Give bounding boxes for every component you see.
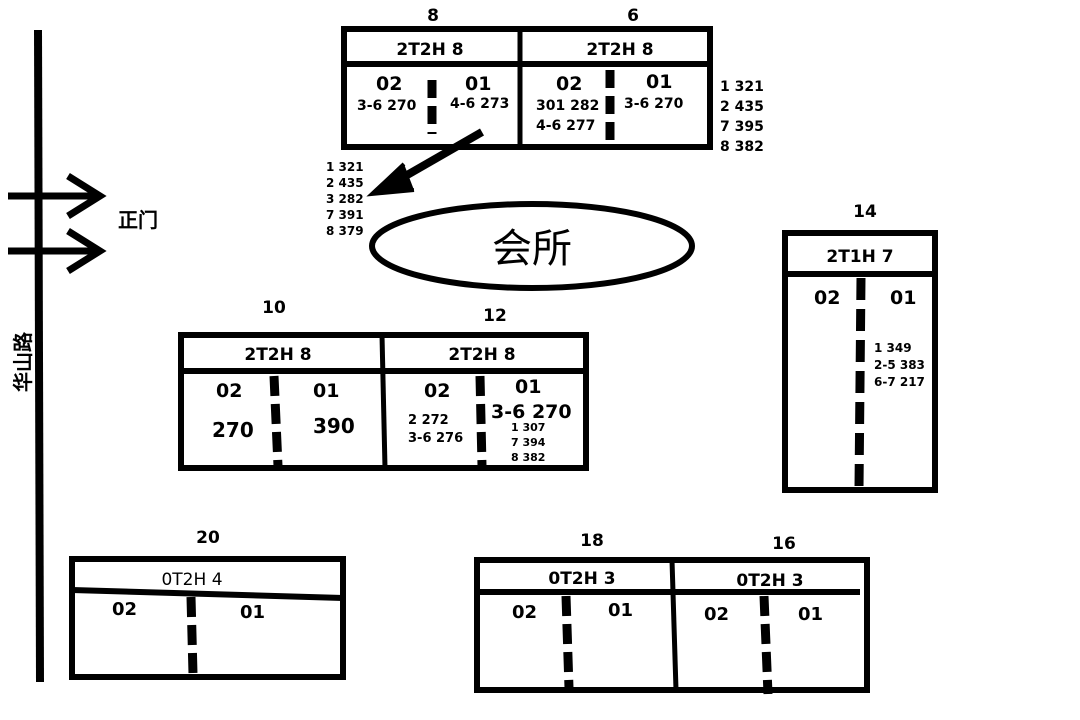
building-20-unit-02-label: 02 [112, 599, 137, 620]
road-label: 华山路 [11, 331, 35, 392]
building-6-unit-02-label: 02 [556, 73, 582, 95]
building-14-unit-02-label: 02 [814, 287, 840, 309]
building-6-unit-02-line: 4-6 277 [536, 118, 595, 134]
building-10-unit-01-line: 390 [313, 414, 355, 438]
building-18-unit-02-label: 02 [512, 602, 537, 623]
building-16-unit-01-label: 01 [798, 604, 823, 625]
building-12-unit-02-line: 3-6 276 [408, 431, 463, 446]
building-18-unit-01-label: 01 [608, 600, 633, 621]
gate-label: 正门 [118, 208, 158, 232]
building-12-unit-01-line: 1 307 [511, 421, 545, 434]
building-6-header: 2T2H 8 [586, 40, 653, 60]
building-12-unit-01-line: 7 394 [511, 436, 546, 449]
callout-list-line: 8 379 [326, 224, 364, 238]
building-20-number: 20 [196, 528, 220, 548]
building-18-number: 18 [580, 531, 604, 551]
building-8-unit-02-line: 3-6 270 [357, 98, 417, 114]
callout-list-line: 3 282 [326, 192, 364, 206]
building-6-unit-02-line: 301 282 [536, 98, 599, 114]
building-10-number: 10 [262, 298, 286, 318]
building-14-number: 14 [853, 202, 877, 222]
building-10-unit-01-label: 01 [313, 380, 339, 402]
clubhouse-label: 会所 [492, 226, 572, 272]
building-20-block [69, 556, 346, 680]
building-8-unit-01-line: 4-6 273 [450, 96, 509, 112]
road-line [34, 29, 44, 683]
building-6-unit-01-label: 01 [646, 71, 672, 93]
building-12-unit-02-line: 2 272 [408, 413, 449, 428]
building-20-unit-01-label: 01 [240, 602, 265, 623]
callout-list-line: 7 391 [326, 208, 364, 222]
callout-list-line: 2 435 [326, 176, 364, 190]
building-16-unit-02-label: 02 [704, 604, 729, 625]
building-6-side-list: 1 321 2 435 7 395 8 382 [720, 79, 764, 155]
side-list-line: 7 395 [720, 119, 764, 135]
callout-arrow [366, 128, 484, 197]
clubhouse-outline [369, 201, 695, 291]
building-8-unit-02-label: 02 [376, 73, 402, 95]
building-6-number: 6 [627, 6, 639, 26]
building-14-unit-01-line: 6-7 217 [874, 375, 925, 389]
callout-list: 1 321 2 435 3 282 7 391 8 379 [326, 160, 364, 238]
building-20-header: 0T2H 4 [161, 570, 222, 590]
building-18-16-block [474, 557, 870, 695]
building-12-header: 2T2H 8 [448, 345, 515, 365]
building-10-12-block [178, 332, 589, 471]
building-16-number: 16 [772, 534, 796, 554]
side-list-line: 2 435 [720, 99, 764, 115]
building-12-unit-02-label: 02 [424, 380, 450, 402]
building-14-unit-01-line: 2-5 383 [874, 358, 925, 372]
building-14-block [782, 230, 938, 493]
building-12-unit-01-main: 3-6 270 [491, 401, 572, 423]
side-list-line: 1 321 [720, 79, 764, 95]
building-10-unit-02-label: 02 [216, 380, 242, 402]
building-10-unit-02-line: 270 [212, 418, 254, 442]
gate-arrow-lower [8, 228, 107, 274]
building-6-unit-01-line: 3-6 270 [624, 96, 684, 112]
building-8-unit-01-label: 01 [465, 73, 491, 95]
building-12-number: 12 [483, 306, 507, 326]
side-list-line: 8 382 [720, 139, 764, 155]
building-14-header: 2T1H 7 [826, 247, 893, 267]
gate-arrow-upper [8, 173, 107, 219]
building-16-header: 0T2H 3 [736, 571, 803, 591]
building-14-unit-01-label: 01 [890, 287, 916, 309]
building-18-header: 0T2H 3 [548, 569, 615, 589]
building-12-unit-01-line: 8 382 [511, 451, 545, 464]
callout-list-line: 1 321 [326, 160, 364, 174]
building-10-header: 2T2H 8 [244, 345, 311, 365]
building-14-unit-01-line: 1 349 [874, 341, 912, 355]
building-8-number: 8 [427, 6, 439, 26]
building-12-unit-01-label: 01 [515, 376, 541, 398]
building-8-6-block [341, 26, 713, 150]
building-8-header: 2T2H 8 [396, 40, 463, 60]
